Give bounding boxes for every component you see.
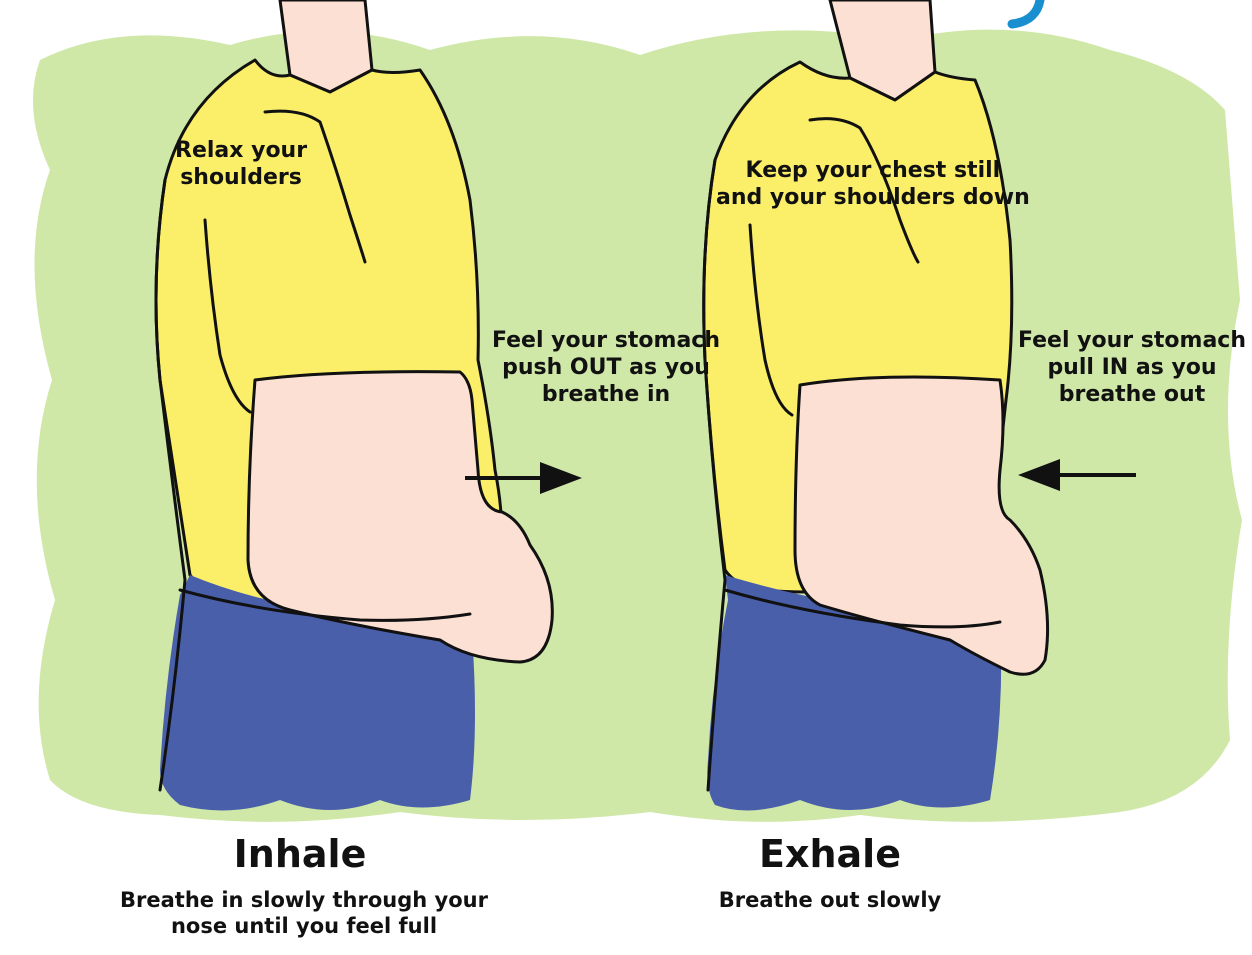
exhale-chest-note-line-2: and your shoulders down xyxy=(716,185,1030,212)
inhale-caption-line-2: nose until you feel full xyxy=(118,914,490,940)
inhale-stomach-note-line-3: breathe in xyxy=(492,382,720,409)
inhale-shoulder-note: Relax your shoulders xyxy=(175,138,307,192)
exhale-stomach-note-line-1: Feel your stomach xyxy=(1018,328,1246,355)
inhale-stomach-note-line-1: Feel your stomach xyxy=(492,328,720,355)
exhale-stomach-note-line-2: pull IN as you xyxy=(1018,355,1246,382)
exhale-stomach-note: Feel your stomach pull IN as you breathe… xyxy=(1018,328,1246,408)
title-letter-fragment-right xyxy=(1012,0,1040,24)
inhale-title: Inhale xyxy=(190,834,410,876)
exhale-caption: Breathe out slowly xyxy=(700,888,960,914)
inhale-shoulder-note-line-2: shoulders xyxy=(175,165,307,192)
exhale-caption-line-1: Breathe out slowly xyxy=(700,888,960,914)
inhale-stomach-note-line-2: push OUT as you xyxy=(492,355,720,382)
exhale-chest-note: Keep your chest still and your shoulders… xyxy=(716,158,1030,212)
exhale-chest-note-line-1: Keep your chest still xyxy=(716,158,1030,185)
inhale-caption-line-1: Breathe in slowly through your xyxy=(118,888,490,914)
exhale-stomach-note-line-3: breathe out xyxy=(1018,382,1246,409)
inhale-shoulder-note-line-1: Relax your xyxy=(175,138,307,165)
inhale-stomach-note: Feel your stomach push OUT as you breath… xyxy=(492,328,720,408)
inhale-caption: Breathe in slowly through your nose unti… xyxy=(118,888,490,939)
exhale-title: Exhale xyxy=(720,834,940,876)
